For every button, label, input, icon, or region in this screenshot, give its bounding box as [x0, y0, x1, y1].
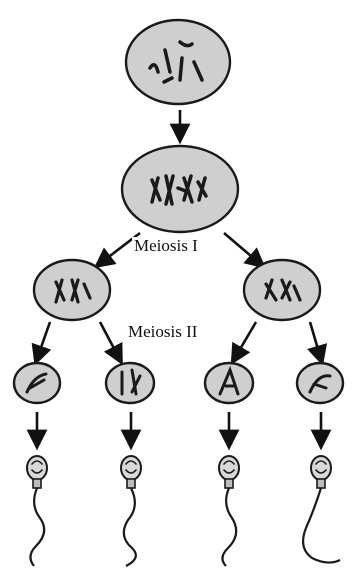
gamete-cell-4	[297, 363, 343, 403]
arrow-meiosis-2-1	[38, 322, 50, 356]
gamete-cell-1	[14, 363, 60, 403]
arrow-meiosis-2-2	[100, 322, 118, 356]
gamete-cell-3	[205, 363, 253, 403]
arrow-meiosis-2-3	[236, 322, 256, 356]
daughter-cell-left	[34, 260, 110, 320]
sperm-cell-2	[121, 456, 141, 566]
meiosis-1-label: Meiosis I	[132, 237, 200, 255]
meiosis-2-label: Meiosis II	[126, 323, 199, 341]
replicated-cell	[122, 146, 238, 232]
arrow-meiosis-1-right	[224, 233, 258, 262]
gamete-cell-2	[106, 363, 154, 403]
arrow-meiosis-2-4	[310, 322, 320, 356]
daughter-cell-right	[244, 260, 320, 320]
sperm-cell-3	[219, 456, 239, 566]
parent-cell	[126, 20, 230, 104]
sperm-cell-4	[303, 456, 340, 563]
sperm-cell-1	[27, 456, 47, 566]
